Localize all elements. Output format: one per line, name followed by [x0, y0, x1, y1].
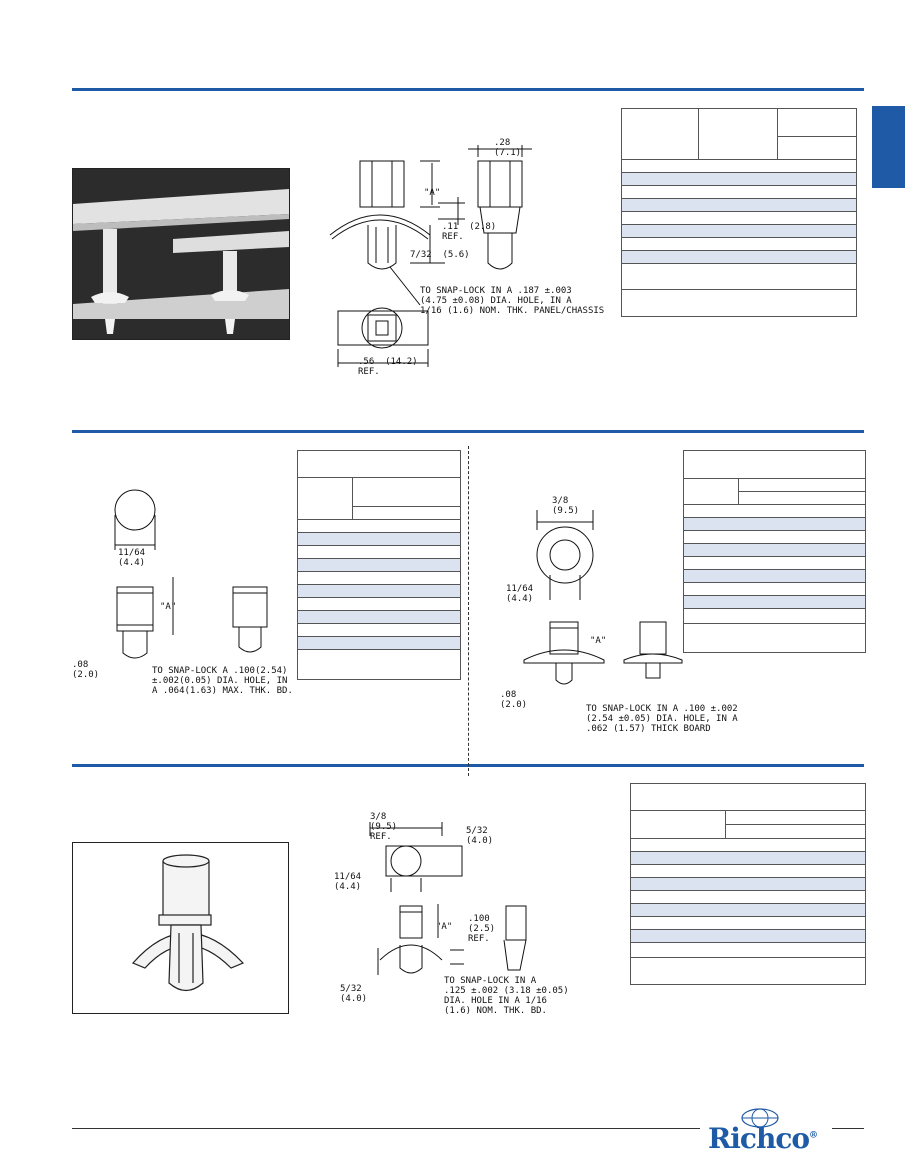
snap-lock-note: TO SNAP-LOCK IN A .100 ±.002 (2.54 ±0.05… — [586, 704, 738, 734]
globe-icon — [741, 1108, 779, 1128]
dim-diameter: 11/64 (4.4) — [334, 872, 362, 892]
photo-illustration — [73, 169, 289, 339]
dim-diameter: 11/64 (4.4) — [118, 548, 146, 568]
dim-a-height: "A" — [590, 636, 607, 646]
drawing-section2a — [114, 489, 268, 659]
dim-leg-length: 7/32 (5.6) — [410, 250, 470, 260]
section-tab-marker — [872, 106, 905, 188]
product-photo-panel-supports — [72, 168, 290, 340]
snap-lock-note: TO SNAP-LOCK IN A .187 ±.003 (4.75 ±0.08… — [420, 286, 605, 316]
data-table-2a — [297, 450, 461, 680]
dim-base-width: .56 (14.2) REF. — [358, 357, 418, 377]
drawing-section1 — [329, 145, 532, 367]
footer-rule-left — [72, 1128, 700, 1129]
dim-a-height: "A" — [160, 602, 177, 612]
photo-illustration — [131, 854, 245, 992]
section-rule-top — [72, 88, 864, 91]
dim-gap: .100 (2.5) REF. — [468, 914, 496, 944]
snap-lock-note: TO SNAP-LOCK IN A .125 ±.002 (3.18 ±0.05… — [444, 976, 569, 1016]
dim-side: 5/32 (4.0) — [466, 826, 494, 846]
company-logo: Richco® — [708, 1122, 818, 1155]
dim-top-width: .28 (7.1) — [494, 138, 522, 158]
data-table-1 — [621, 108, 857, 317]
dim-outer-diameter: 3/8 (9.5) — [552, 496, 580, 516]
snap-lock-note: TO SNAP-LOCK A .100(2.54) ±.002(0.05) DI… — [152, 666, 293, 696]
dim-a-height: "A" — [424, 188, 441, 198]
dim-gap: .11 (2.8) REF. — [442, 222, 497, 242]
footer-rule-right — [832, 1128, 864, 1129]
section-divider-dashed — [468, 446, 469, 776]
product-photo-snap-lock — [72, 842, 289, 1014]
dim-overall-width: 3/8 (9.5) REF. — [370, 812, 398, 842]
drawing-section3 — [369, 822, 527, 975]
drawing-section2b — [523, 510, 683, 685]
data-table-3 — [630, 783, 866, 985]
dim-inner-diameter: 11/64 (4.4) — [506, 584, 534, 604]
dim-a-height: "A" — [436, 922, 453, 932]
dim-leg: 5/32 (4.0) — [340, 984, 368, 1004]
data-table-2b — [683, 450, 866, 653]
dim-tip: .08 (2.0) — [72, 660, 100, 680]
section-rule-middle — [72, 430, 864, 433]
dim-tip: .08 (2.0) — [500, 690, 528, 710]
